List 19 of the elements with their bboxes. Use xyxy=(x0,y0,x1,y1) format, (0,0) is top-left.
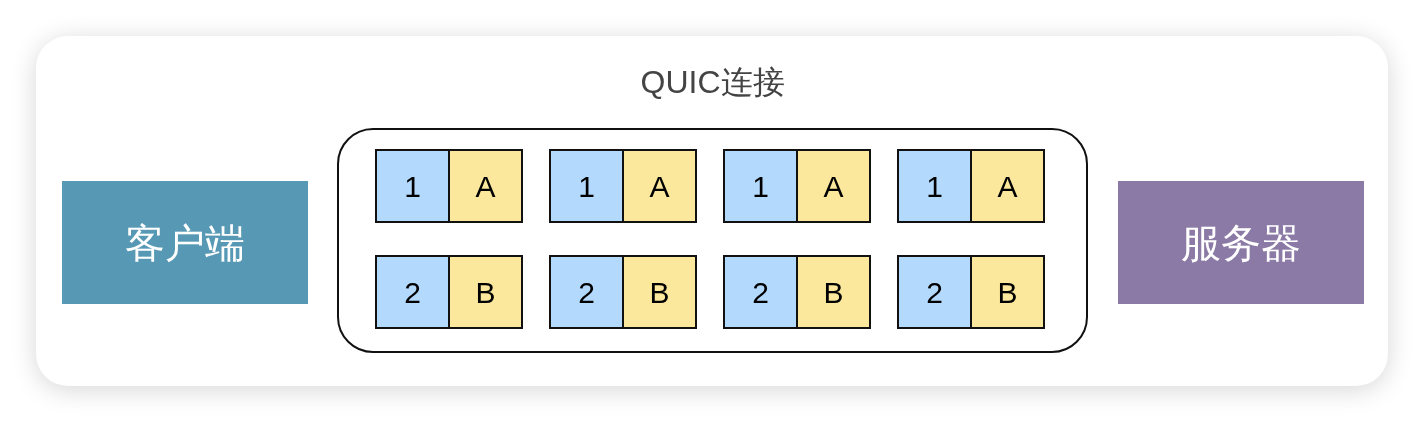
connection-title: QUIC连接 xyxy=(640,63,785,102)
stream-id-cell: 1 xyxy=(723,149,798,223)
frame-data-cell: A xyxy=(450,149,523,223)
stream-id-cell: 1 xyxy=(897,149,972,223)
frame-data-cell: B xyxy=(624,255,697,329)
stream-id-cell: 2 xyxy=(897,255,972,329)
server-box: 服务器 xyxy=(1118,181,1364,304)
frame-data-cell: A xyxy=(624,149,697,223)
stream-id-cell: 1 xyxy=(549,149,624,223)
frame-data-cell: B xyxy=(450,255,523,329)
stream-id-cell: 2 xyxy=(723,255,798,329)
frame-data-cell: B xyxy=(798,255,871,329)
stream-id-cell: 1 xyxy=(375,149,450,223)
stream-id-cell: 2 xyxy=(549,255,624,329)
frame-data-cell: A xyxy=(972,149,1045,223)
stream-id-cell: 2 xyxy=(375,255,450,329)
frame-data-cell: B xyxy=(972,255,1045,329)
frame-data-cell: A xyxy=(798,149,871,223)
client-box: 客户端 xyxy=(62,181,308,304)
